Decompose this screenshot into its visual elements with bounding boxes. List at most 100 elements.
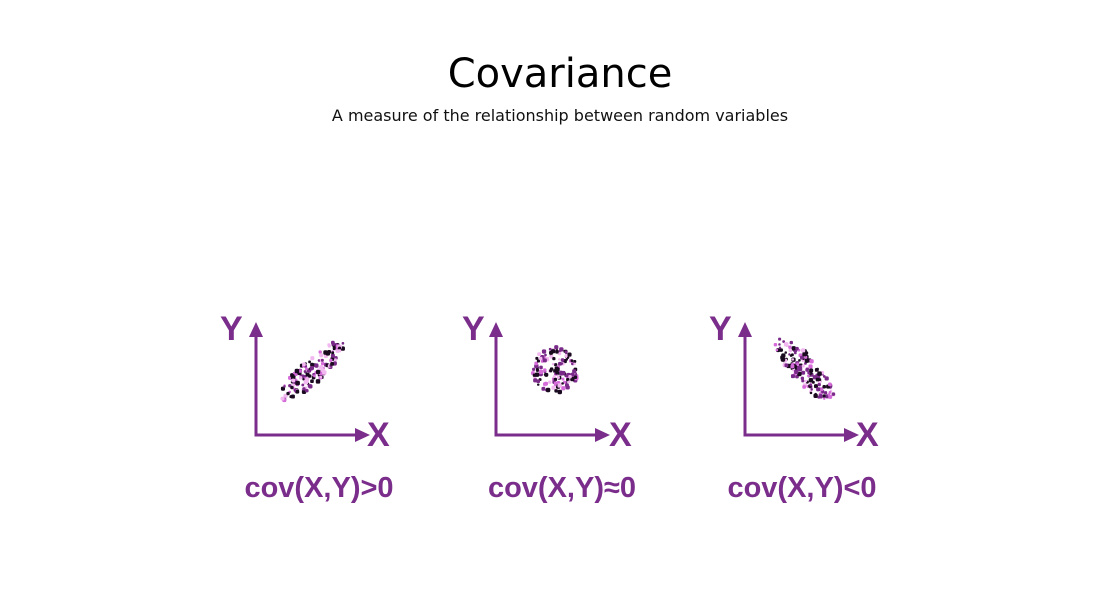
- scatter-point: [294, 368, 300, 374]
- scatter-point: [334, 358, 337, 362]
- scatter-point: [293, 389, 297, 392]
- scatter-point: [290, 385, 294, 390]
- scatter-point: [784, 363, 789, 368]
- x-axis-label: X: [609, 416, 632, 454]
- y-axis-label: Y: [220, 310, 243, 348]
- scatter-point: [822, 385, 826, 389]
- panel-zero: Y X: [462, 310, 632, 454]
- scatter-point: [554, 345, 559, 350]
- scatter-point: [544, 372, 549, 377]
- scatter-point: [551, 362, 555, 366]
- scatter-point: [778, 348, 782, 352]
- scatter-point: [304, 367, 308, 371]
- scatter-point: [792, 368, 795, 372]
- x-axis-arrow: [355, 428, 370, 442]
- scatter-point: [817, 382, 821, 387]
- scatter-point: [800, 355, 804, 360]
- y-axis-arrow: [249, 322, 263, 337]
- scatter-point: [778, 337, 782, 341]
- scatter-point: [831, 392, 836, 396]
- scatter-point: [308, 374, 312, 378]
- scatter-point: [545, 387, 551, 393]
- scatter-point: [552, 357, 556, 361]
- scatter-point: [801, 364, 805, 368]
- scatter-point: [280, 386, 286, 391]
- scatter-point: [782, 340, 785, 343]
- scatter-point: [773, 342, 778, 347]
- scatter-point: [552, 375, 556, 378]
- scatter-point: [292, 383, 296, 387]
- scatter-point: [808, 377, 814, 383]
- scatter-point: [824, 376, 829, 381]
- scatter-point: [533, 378, 538, 383]
- scatter-point: [813, 384, 818, 389]
- scatter-point: [537, 383, 540, 386]
- scatter-point: [809, 368, 814, 373]
- scatter-point: [788, 348, 793, 353]
- scatter-point: [307, 384, 312, 388]
- scatter-point: [568, 375, 572, 379]
- scatter-point: [313, 374, 316, 378]
- x-axis-arrow: [844, 428, 859, 442]
- scatter-point: [807, 374, 810, 378]
- scatter-point: [796, 362, 800, 366]
- scatter-point: [778, 346, 782, 349]
- scatter-point: [572, 369, 576, 373]
- scatter-point: [549, 350, 553, 355]
- panel-negative: Y X: [709, 310, 879, 454]
- scatter-cloud-zero: [530, 345, 579, 395]
- scatter-point: [534, 361, 539, 366]
- scatter-point: [561, 386, 566, 391]
- scatter-point: [541, 349, 547, 354]
- scatter-point: [288, 384, 291, 387]
- scatter-point: [560, 358, 565, 362]
- scatter-point: [816, 367, 819, 371]
- scatter-point: [567, 380, 571, 383]
- scatter-point: [548, 347, 552, 351]
- scatter-point: [310, 356, 315, 361]
- scatter-point: [794, 369, 799, 375]
- scatter-point: [801, 370, 806, 375]
- scatter-point: [535, 368, 540, 372]
- scatter-point: [809, 359, 814, 364]
- scatter-point: [319, 375, 323, 379]
- scatter-point: [292, 371, 296, 375]
- scatter-point: [791, 348, 795, 351]
- scatter-point: [330, 361, 335, 366]
- scatter-point: [309, 366, 314, 371]
- scatter-point: [795, 346, 799, 351]
- scatter-point: [541, 386, 546, 391]
- scatter-point: [302, 378, 305, 381]
- scatter-point: [780, 357, 786, 362]
- scatter-point: [558, 358, 561, 361]
- scatter-point: [798, 359, 801, 362]
- scatter-point: [783, 342, 789, 347]
- scatter-point: [815, 377, 820, 382]
- x-axis-label: X: [856, 416, 879, 454]
- scatter-point: [823, 397, 826, 400]
- scatter-point: [789, 354, 793, 357]
- scatter-point: [801, 379, 805, 383]
- scatter-point: [538, 369, 544, 375]
- scatter-point: [289, 395, 293, 399]
- caption-zero: cov(X,Y)≈0: [487, 472, 637, 504]
- scatter-point: [298, 376, 303, 380]
- scatter-point: [564, 350, 568, 354]
- scatter-point: [315, 369, 321, 375]
- page-subtitle: A measure of the relationship between ra…: [331, 106, 789, 125]
- scatter-point: [554, 389, 558, 393]
- scatter-point: [814, 392, 817, 396]
- scatter-point: [538, 356, 543, 361]
- panel-positive: Y X: [220, 310, 390, 454]
- scatter-point: [566, 356, 570, 359]
- scatter-point: [318, 350, 322, 354]
- scatter-point: [286, 391, 290, 396]
- scatter-point: [828, 382, 832, 387]
- caption-positive: cov(X,Y)>0: [244, 472, 394, 504]
- scatter-point: [804, 355, 808, 359]
- scatter-point: [338, 349, 342, 353]
- scatter-point: [570, 359, 574, 363]
- scatter-point: [781, 353, 786, 358]
- scatter-point: [319, 353, 324, 358]
- scatter-point: [573, 359, 577, 363]
